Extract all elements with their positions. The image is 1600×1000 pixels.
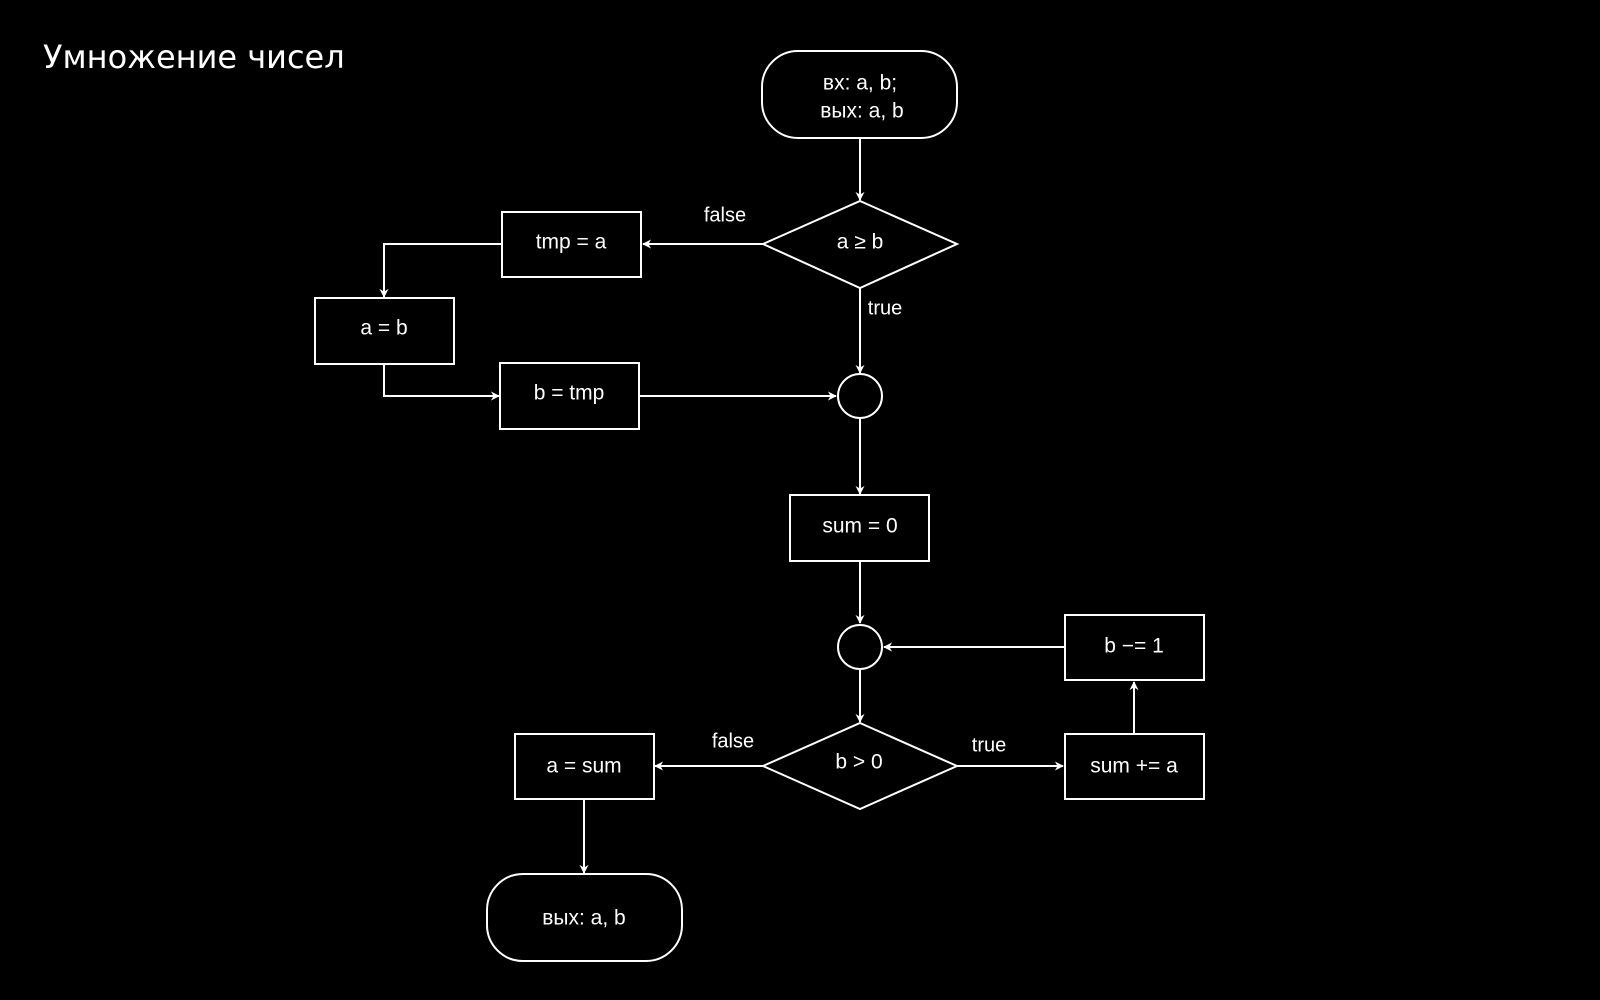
edge-label-cond2-true: true xyxy=(972,734,1006,756)
edge-tmp-to-a-assign-b xyxy=(379,243,502,298)
process-a-assign-sum-label: a = sum xyxy=(546,755,621,778)
process-sum-add xyxy=(1064,733,1205,800)
process-b-assign-tmp xyxy=(499,362,640,430)
start-terminal-line1: вх: a, b; xyxy=(823,72,897,95)
process-b-dec xyxy=(1064,614,1205,681)
process-sum-add-label: sum += a xyxy=(1090,755,1178,778)
condition-a-ge-b-label: a ≥ b xyxy=(837,231,884,254)
end-terminal xyxy=(486,873,683,962)
condition-b-gt-0 xyxy=(760,721,960,811)
edge-label-cond1-false: false xyxy=(704,204,746,226)
process-a-assign-b-label: a = b xyxy=(360,317,407,340)
process-tmp-assign xyxy=(501,211,642,278)
process-b-dec-label: b −= 1 xyxy=(1104,635,1164,658)
process-a-assign-sum xyxy=(514,733,655,800)
edge-label-cond1-true: true xyxy=(868,297,902,319)
process-sum-init xyxy=(789,494,930,562)
slide-title: Умножение чисел xyxy=(43,38,345,76)
process-sum-init-label: sum = 0 xyxy=(822,515,897,538)
condition-b-gt-0-label: b > 0 xyxy=(835,751,882,774)
process-b-assign-tmp-label: b = tmp xyxy=(534,382,605,405)
merge-point-1 xyxy=(837,373,883,419)
merge-point-2 xyxy=(837,624,883,670)
edge-label-cond2-false: false xyxy=(712,730,754,752)
edge-a-assign-b-to-b-assign-tmp xyxy=(383,364,500,401)
end-terminal-label: вых: a, b xyxy=(542,907,625,930)
process-tmp-assign-label: tmp = a xyxy=(536,231,607,254)
start-terminal-line2: вых: a, b xyxy=(820,100,903,123)
start-terminal xyxy=(761,50,958,139)
condition-a-ge-b xyxy=(760,199,960,290)
process-a-assign-b xyxy=(314,297,455,365)
